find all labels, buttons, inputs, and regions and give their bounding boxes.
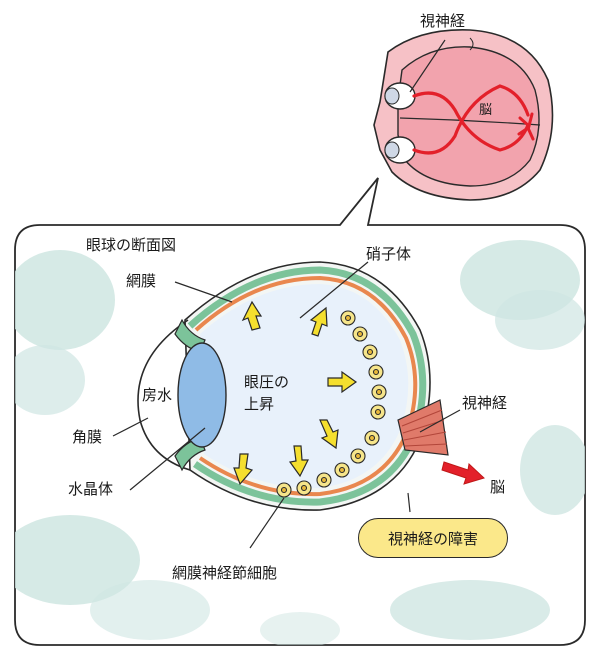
brain-body <box>397 46 540 187</box>
label-retina: 網膜 <box>126 272 157 290</box>
arrow-to-brain <box>441 461 485 485</box>
optic-nerve-bundle <box>397 399 449 456</box>
leader-ganglion <box>249 497 285 549</box>
label-brain-right: 脳 <box>490 478 506 496</box>
leader-cornea <box>112 417 149 437</box>
pathway-arrowhead-lower <box>517 125 535 141</box>
label-cornea: 角膜 <box>72 428 103 446</box>
label-optic-nerve-right: 視神経 <box>462 394 508 412</box>
brain-eye-lower <box>384 136 416 164</box>
leader-retina <box>174 281 233 303</box>
label-brain-top: 脳 <box>479 103 493 118</box>
leader-damage-bubble <box>407 492 411 513</box>
pressure-arrow-1 <box>241 300 263 331</box>
leader-optic-nerve-right <box>419 409 461 433</box>
ganglion-cells <box>276 310 387 498</box>
label-vitreous: 硝子体 <box>366 245 412 263</box>
eyeball-section <box>112 261 485 549</box>
pressure-arrows <box>233 300 358 486</box>
label-aqueous: 房水 <box>142 386 173 404</box>
label-pressure-line1: 眼圧の <box>244 373 290 391</box>
pressure-arrow-3 <box>327 370 358 394</box>
background-texture <box>15 240 585 645</box>
leader-lens <box>129 427 206 491</box>
pressure-arrow-5 <box>288 445 309 478</box>
leader-lines <box>112 261 461 549</box>
brain-top-view <box>373 29 554 201</box>
leader-optic-nerve-top <box>409 39 446 93</box>
label-section-title: 眼球の断面図 <box>86 236 177 254</box>
label-optic-nerve-top: 視神経 <box>420 12 466 30</box>
lens <box>177 342 227 448</box>
choroid-layer <box>187 266 427 506</box>
pressure-arrow-2 <box>309 306 328 337</box>
leader-vitreous <box>299 261 369 319</box>
pressure-arrow-6 <box>233 453 254 486</box>
label-pressure-line2: 上昇 <box>244 394 275 413</box>
label-pressure: 眼圧の 上昇 <box>244 372 289 416</box>
visual-pathway <box>412 84 530 155</box>
pathway-arrowhead-upper <box>518 112 534 129</box>
brain-eye-upper <box>384 82 416 110</box>
label-lens: 水晶体 <box>68 480 114 498</box>
label-ganglion-cells: 網膜神経節細胞 <box>172 564 278 582</box>
damage-bubble: 視神経の障害 <box>358 518 508 558</box>
pressure-arrow-4 <box>319 419 339 450</box>
cornea <box>137 319 191 471</box>
